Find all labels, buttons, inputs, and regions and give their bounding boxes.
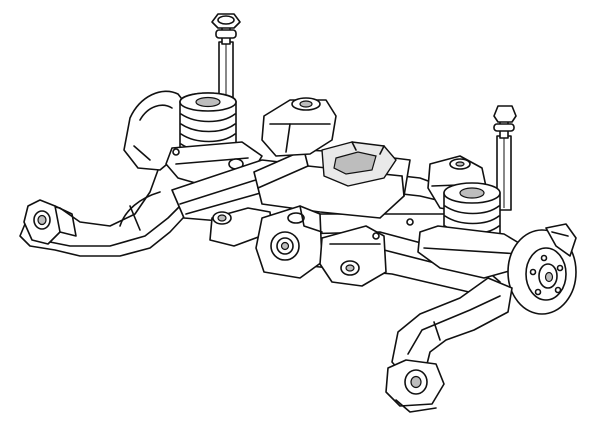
left-coil-spring [179, 92, 237, 159]
right-brake-disc [507, 229, 577, 315]
left-bushing-bracket [23, 199, 77, 245]
right-knuckle [545, 223, 577, 257]
right-bushing-bracket [385, 359, 445, 413]
front-left-mount [255, 205, 323, 279]
front-bottom-mount [319, 225, 387, 287]
center-top-bracket [261, 97, 337, 157]
differential-mount [321, 141, 397, 187]
bolts [172, 148, 414, 240]
left-shock-absorber [211, 13, 241, 99]
